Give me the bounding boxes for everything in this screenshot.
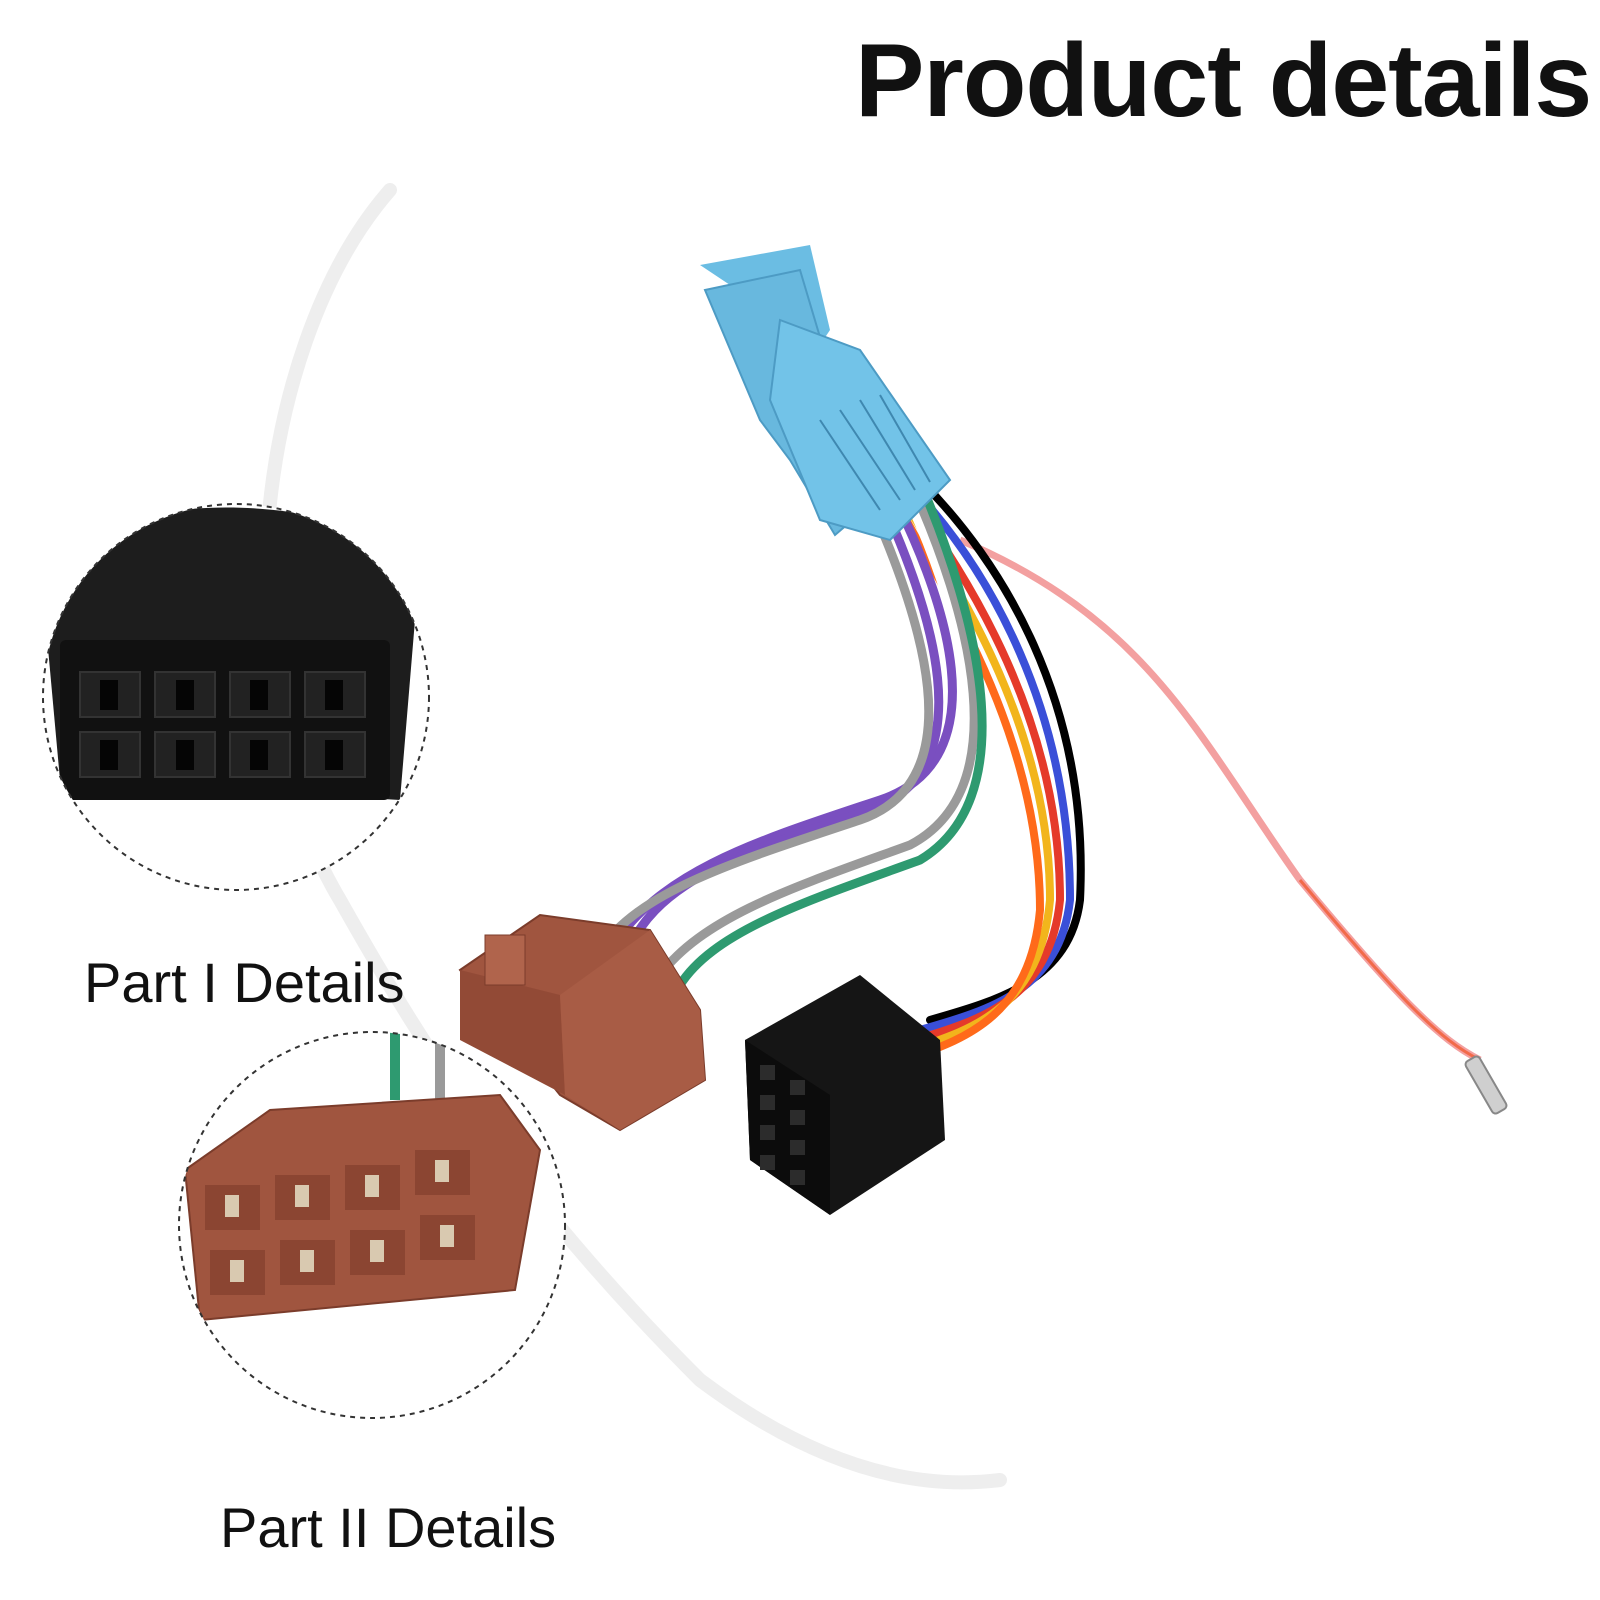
page-title: Product details <box>855 23 1592 139</box>
detail-circle-part-1 <box>42 503 430 891</box>
black-connector <box>745 975 945 1215</box>
wire-bundle-brown <box>595 465 987 990</box>
detail-circle-part-2 <box>178 1031 566 1419</box>
part-1-caption: Part I Details <box>84 951 405 1014</box>
terminal-pin <box>1464 1055 1508 1115</box>
brown-connector <box>458 913 707 1132</box>
blue-connector <box>700 245 952 542</box>
part-2-caption: Part II Details <box>220 1496 557 1559</box>
